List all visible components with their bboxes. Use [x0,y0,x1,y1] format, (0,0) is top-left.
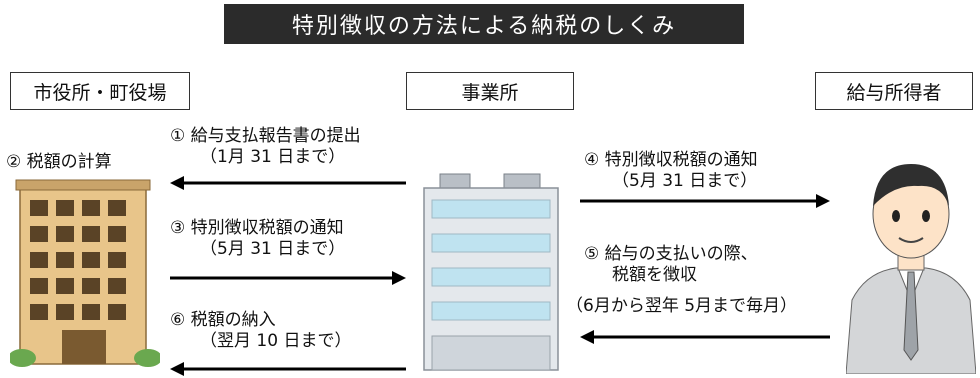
earner-label: 給与所得者 [846,81,942,104]
city-office-label: 市役所・町役場 [33,81,167,104]
city-building-icon [8,178,162,370]
step-3-deadline: （5月 31 日まで） [200,239,346,260]
step-6-main: ⑥ 税額の納入 [170,310,276,330]
arrow-step-4-to-earner [580,194,830,208]
step-3-main: ③ 特別徴収税額の通知 [170,218,344,238]
city-office-box: 市役所・町役場 [10,72,190,110]
business-box: 事業所 [406,72,574,110]
office-building-icon [418,172,568,372]
arrow-step-5-to-business [580,330,830,344]
step-5-label: ⑤ 給与の支払いの際、 税額を徴収 [584,244,758,287]
step-1-deadline: （1月 31 日まで） [200,147,346,168]
step-4-label: ④ 特別徴収税額の通知 （5月 31 日まで） [584,150,758,193]
step-5-line1: ⑤ 給与の支払いの際、 [584,244,758,264]
city-note-tax-calc: ② 税額の計算 [6,152,112,172]
diagram-title: 特別徴収の方法による納税のしくみ [224,4,744,44]
arrow-step-1-to-city [170,176,406,190]
arrow-step-3-to-business [170,271,406,285]
salaryman-icon [845,150,977,375]
step-5-period: （6月から翌年 5月まで毎月） [566,296,798,316]
arrow-step-6-to-city [170,362,406,376]
step-4-main: ④ 特別徴収税額の通知 [584,150,758,170]
business-label: 事業所 [461,81,519,104]
step-6-deadline: （翌月 10 日まで） [200,331,352,352]
step-1-label: ① 給与支払報告書の提出 （1月 31 日まで） [170,126,361,169]
step-3-label: ③ 特別徴収税額の通知 （5月 31 日まで） [170,218,345,261]
step-6-label: ⑥ 税額の納入 （翌月 10 日まで） [170,310,351,353]
step-1-main: ① 給与支払報告書の提出 [170,126,361,146]
step-5-line2: 税額を徴収 [612,265,697,286]
earner-box: 給与所得者 [815,72,973,110]
step-4-deadline: （5月 31 日まで） [612,171,758,192]
